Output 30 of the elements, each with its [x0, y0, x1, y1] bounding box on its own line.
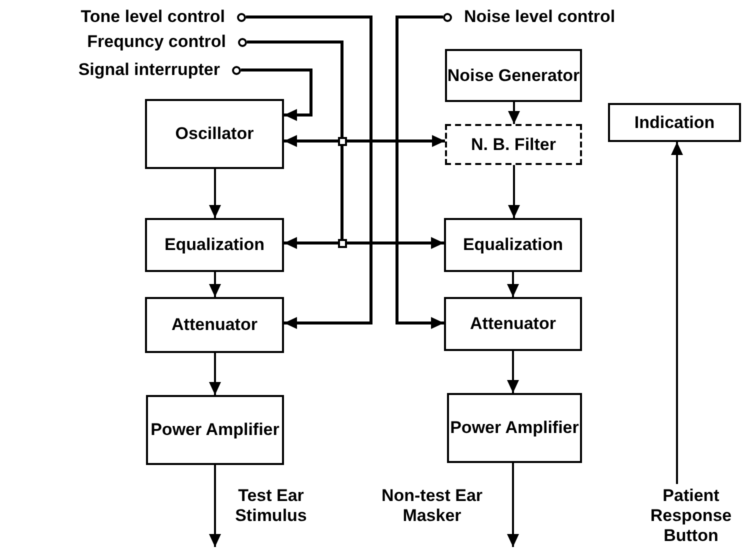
control-label: Tone level control	[80, 7, 225, 27]
output-label: Test Ear Stimulus	[234, 486, 308, 526]
arrow	[508, 165, 520, 218]
control-label: Noise level control	[464, 7, 616, 27]
control-label: Frequncy control	[87, 32, 226, 52]
filter-box: N. B. Filter	[445, 124, 582, 165]
arrow	[209, 272, 221, 297]
process-box: Oscillator	[145, 99, 284, 169]
input-label: Patient Response Button	[640, 484, 742, 548]
process-box: Attenuator	[444, 297, 582, 351]
process-box: Power Amplifier	[447, 393, 582, 463]
arrow	[507, 463, 519, 547]
process-box: Power Amplifier	[146, 395, 284, 465]
process-box: Equalization	[145, 218, 284, 272]
output-label: Non-test Ear Masker	[380, 486, 484, 526]
arrow	[241, 68, 312, 121]
arrow	[396, 16, 444, 329]
arrow	[508, 102, 520, 124]
process-box: Noise Generator	[445, 49, 582, 102]
process-box: Attenuator	[145, 297, 284, 353]
arrow	[671, 142, 683, 484]
arrow	[507, 272, 519, 297]
process-box: Indication	[608, 103, 741, 142]
arrow	[507, 351, 519, 393]
process-box: Equalization	[444, 218, 582, 272]
arrow	[209, 465, 221, 547]
arrow	[209, 169, 221, 218]
control-label: Signal interrupter	[78, 60, 220, 80]
arrow	[246, 16, 372, 329]
arrow	[209, 353, 221, 395]
